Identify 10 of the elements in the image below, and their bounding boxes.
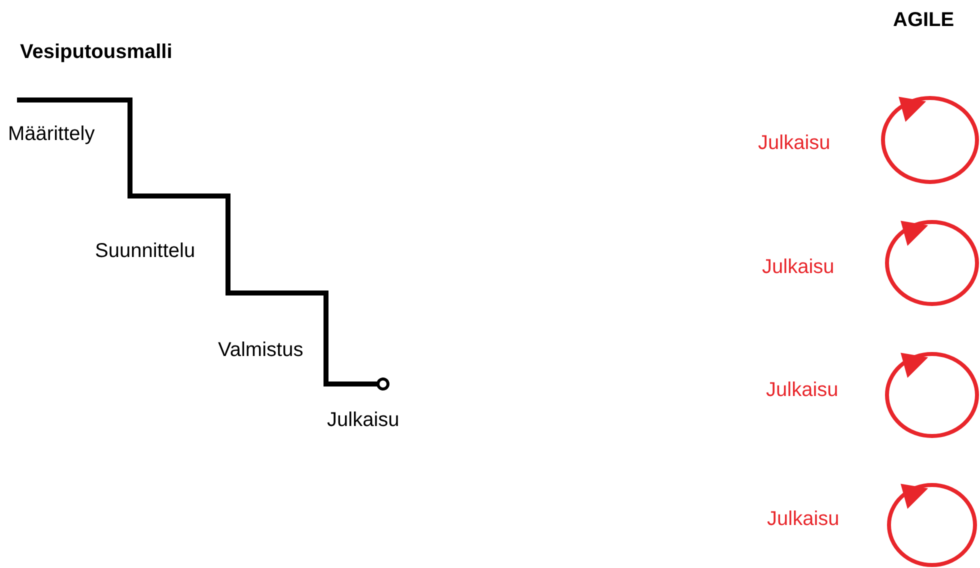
step-label: Julkaisu — [327, 408, 400, 432]
heading: AGILE — [893, 8, 954, 32]
step-label: Määrittely — [8, 122, 95, 146]
heading: Vesiputousmalli — [20, 40, 172, 64]
release-label: Julkaisu — [767, 507, 840, 531]
step-label: Valmistus — [218, 338, 304, 362]
release-label: Julkaisu — [758, 131, 830, 155]
release-label: Julkaisu — [762, 255, 834, 279]
step-label: Suunnittelu — [95, 239, 196, 263]
release-label: Julkaisu — [766, 378, 838, 402]
